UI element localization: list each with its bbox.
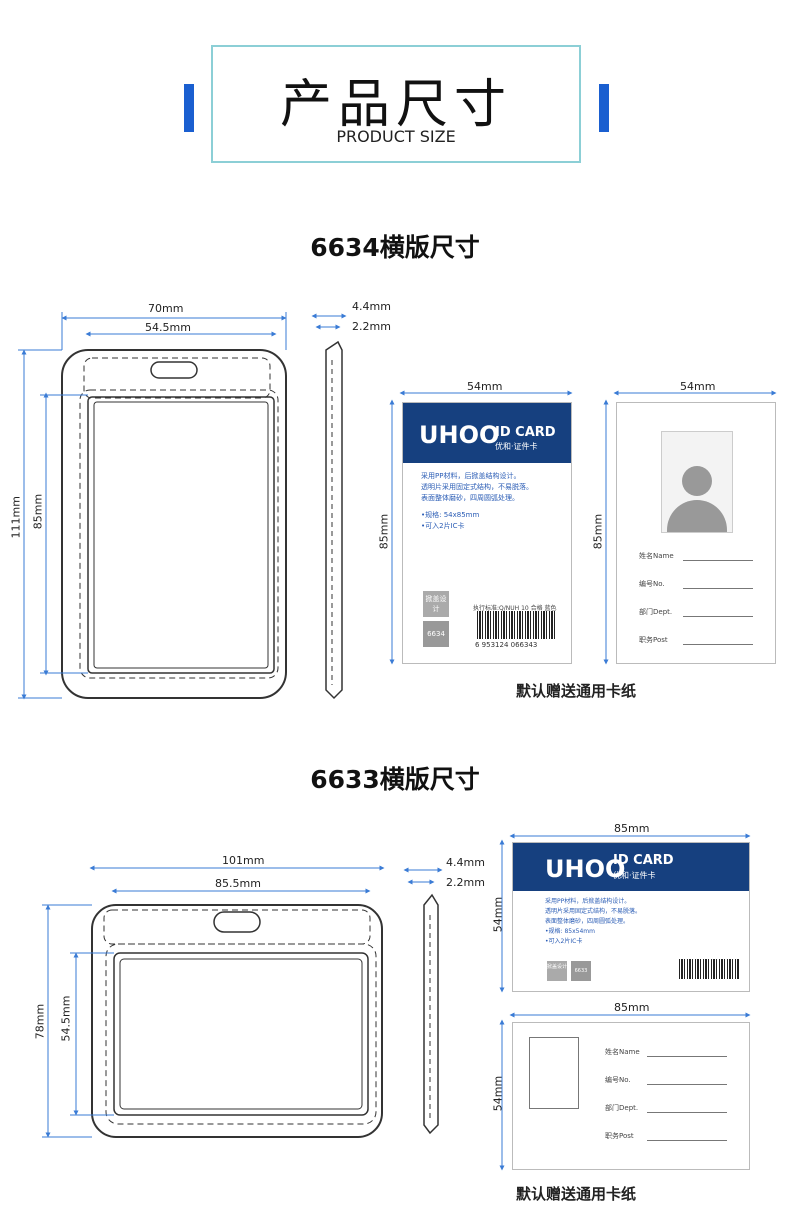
brand-logo: UHOO [545, 855, 626, 883]
dim-6633-width: 101mm [222, 854, 265, 867]
desc-line: 采用PP材料，后掀盖结构设计。 [545, 898, 631, 905]
section-title-6633: 6633横版尺寸 [310, 765, 480, 794]
field-name: 姓名Name [605, 1047, 640, 1057]
desc-line: 表面整体磨砂，四周圆弧处理。 [545, 918, 630, 925]
id-card-label: ID CARD [495, 425, 556, 440]
card-header: UHOO ID CARD 优和·证件卡 [513, 843, 749, 891]
spec-line: •规格: 85x54mm [545, 928, 595, 935]
dim-6634-back-height: 85mm [591, 513, 605, 550]
holder-6634-drawing [61, 349, 287, 699]
holder-6633-drawing [91, 904, 383, 1138]
dim-6633-inner-width: 85.5mm [215, 877, 261, 890]
card-desc: 采用PP材料，后掀盖结构设计。 透明片采用固定式结构，不易脱落。 表面整体磨砂，… [545, 897, 641, 947]
tag-flip: 掀盖设计 [423, 591, 449, 617]
field-label: 职务Post [605, 1132, 634, 1140]
id-card-sub: 优和·证件卡 [613, 871, 656, 880]
dim-6634-inner-width: 54.5mm [145, 321, 191, 334]
field-dept: 部门Dept. [639, 607, 672, 617]
field-label: 编号No. [639, 580, 665, 588]
title-accent-right [599, 84, 609, 132]
barcode [679, 959, 739, 979]
desc-line: 表面整体磨砂，四周圆弧处理。 [421, 494, 519, 502]
brand-logo: UHOO [419, 421, 500, 449]
card-back-6633: 姓名Name 编号No. 部门Dept. 职务Post [512, 1022, 750, 1170]
dim-6634-card-height: 85mm [377, 513, 391, 550]
card-desc: 采用PP材料，后掀盖结构设计。 透明片采用固定式结构，不易脱落。 表面整体磨砂，… [421, 471, 533, 532]
dim-6634-width: 70mm [148, 302, 184, 315]
photo-box [661, 431, 733, 533]
field-name: 姓名Name [639, 551, 759, 561]
dim-6633-inner-thickness: 2.2mm [446, 876, 485, 889]
field-line [683, 588, 753, 589]
field-post: 职务Post [605, 1131, 634, 1141]
field-label: 部门Dept. [605, 1104, 639, 1112]
dim-6634-card-width: 54mm [467, 380, 503, 393]
field-line [647, 1084, 727, 1085]
section-title-6634: 6634横版尺寸 [310, 233, 480, 262]
dim-6634-thickness: 4.4mm [352, 300, 391, 313]
person-body-icon [667, 500, 727, 532]
field-no: 编号No. [605, 1075, 631, 1085]
dim-6634-back-width: 54mm [680, 380, 716, 393]
tag-flip: 掀盖设计 [547, 961, 567, 981]
barcode [477, 611, 557, 639]
dim-6633-back-width: 85mm [614, 1001, 650, 1014]
id-card-sub: 优和·证件卡 [495, 442, 538, 451]
holder-6634-side-drawing [325, 340, 343, 700]
desc-line: 透明片采用固定式结构，不易脱落。 [545, 908, 642, 915]
card-front-6633: UHOO ID CARD 优和·证件卡 采用PP材料，后掀盖结构设计。 透明片采… [512, 842, 750, 992]
desc-line: 采用PP材料，后掀盖结构设计。 [421, 472, 521, 480]
field-line [647, 1056, 727, 1057]
desc-line: 透明片采用固定式结构，不易脱落。 [421, 483, 533, 491]
caption-6633: 默认赠送通用卡纸 [516, 1185, 637, 1203]
dim-6633-height: 78mm [33, 1003, 47, 1040]
field-label: 部门Dept. [639, 608, 673, 616]
dim-6634-inner-height: 85mm [31, 493, 45, 530]
tag-model: 6634 [423, 621, 449, 647]
field-label: 职务Post [639, 636, 668, 644]
spec-line: •可入2片IC卡 [421, 522, 465, 530]
caption-6634: 默认赠送通用卡纸 [516, 682, 637, 700]
holder-6633-side-drawing [423, 893, 439, 1135]
id-card-label: ID CARD [613, 853, 674, 868]
barcode-number: 6 953124 066343 [475, 641, 538, 649]
field-line [683, 616, 753, 617]
dim-6633-card-height: 54mm [491, 896, 505, 933]
standard-text: 执行标准:Q/NUH 10 合格 蓝色 [473, 605, 557, 612]
field-line [683, 560, 753, 561]
card-header: UHOO ID CARD 优和·证件卡 [403, 403, 571, 463]
field-no: 编号No. [639, 579, 665, 589]
tag-model: 6633 [571, 961, 591, 981]
title-accent-left [184, 84, 194, 132]
dim-6633-back-height: 54mm [491, 1075, 505, 1112]
dim-6633-thickness: 4.4mm [446, 856, 485, 869]
title-frame [211, 45, 581, 163]
dim-6633-card-width: 85mm [614, 822, 650, 835]
field-line [647, 1112, 727, 1113]
page-title: 产品尺寸 [279, 75, 512, 135]
photo-box [529, 1037, 579, 1109]
dim-6633-inner-height: 54.5mm [59, 995, 73, 1042]
card-front-6634: UHOO ID CARD 优和·证件卡 采用PP材料，后掀盖结构设计。 透明片采… [402, 402, 572, 664]
field-line [683, 644, 753, 645]
field-label: 编号No. [605, 1076, 631, 1084]
field-line [647, 1140, 727, 1141]
field-label: 姓名Name [639, 552, 674, 560]
spec-line: •规格: 54x85mm [421, 511, 480, 519]
card-back-6634: 姓名Name 编号No. 部门Dept. 职务Post [616, 402, 776, 664]
dim-6634-height: 111mm [9, 496, 23, 539]
dim-6634-inner-thickness: 2.2mm [352, 320, 391, 333]
person-icon [682, 466, 712, 496]
spec-line: •可入2片IC卡 [545, 938, 583, 945]
page-subtitle: PRODUCT SIZE [336, 127, 456, 146]
field-label: 姓名Name [605, 1048, 640, 1056]
field-post: 职务Post [639, 635, 668, 645]
field-dept: 部门Dept. [605, 1103, 638, 1113]
